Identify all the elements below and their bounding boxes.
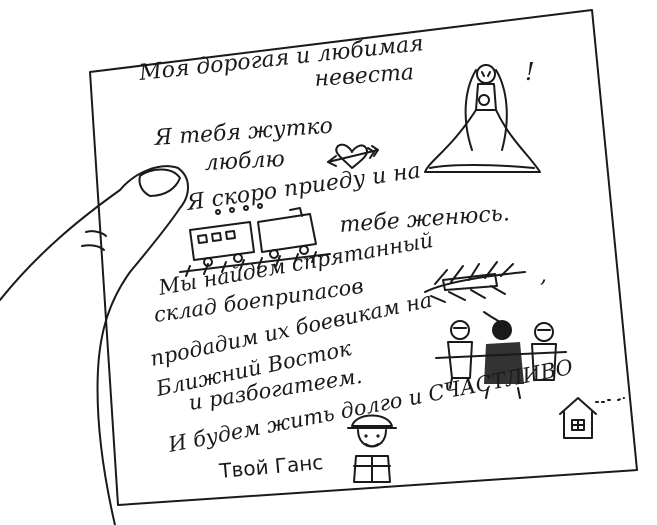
love-line-1: Я тебя жутко — [153, 114, 334, 151]
house-icon — [559, 397, 625, 439]
hidden-cache-icon — [424, 261, 526, 303]
fighters-icon — [435, 311, 567, 399]
signature: Твой Ганс — [217, 450, 324, 483]
letter-paper — [89, 9, 638, 506]
love-line-2: люблю — [204, 147, 285, 176]
train-icon — [179, 203, 331, 277]
bride-icon — [424, 64, 541, 173]
plan-line-2-tail: , — [540, 263, 547, 288]
heart-arrow-icon — [327, 143, 379, 169]
soldier-icon — [347, 414, 397, 483]
thumb-icon — [0, 165, 189, 525]
greeting-exclamation: ! — [525, 58, 535, 86]
